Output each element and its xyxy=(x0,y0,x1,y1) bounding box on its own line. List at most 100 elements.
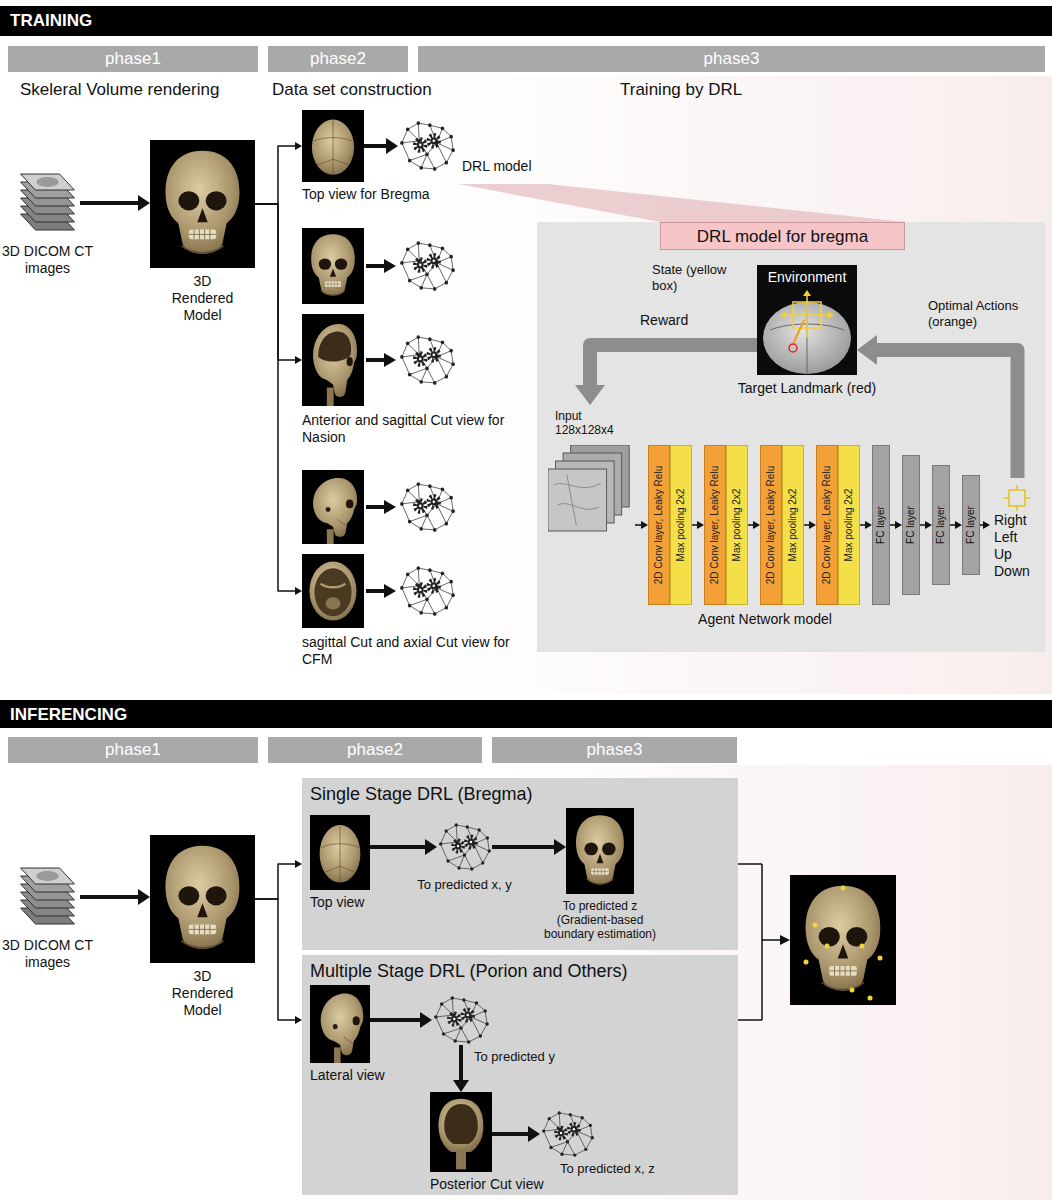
connector-line xyxy=(492,845,556,849)
node-text: Anterior and sagittal Cut view for Nasio… xyxy=(302,412,517,446)
input-stack xyxy=(548,445,629,531)
flow-arrow xyxy=(384,353,396,367)
arrow-head xyxy=(753,521,760,529)
stage-box: Single Stage DRL (Bregma) Top view To pred… xyxy=(302,778,738,950)
environment-image xyxy=(828,311,834,319)
node-text: sagittal Cut and axial Cut view for CFM xyxy=(302,634,517,668)
annotation: Skeleral Volume rendering xyxy=(20,80,219,100)
node-text: Target Landmark (red) xyxy=(722,380,892,397)
ct-stack xyxy=(21,174,75,230)
connector-line xyxy=(255,204,296,360)
environment-image xyxy=(757,265,857,375)
connector-line xyxy=(80,895,140,899)
arrow-head xyxy=(295,356,302,364)
edge-label: Optimal Actions (orange) xyxy=(928,298,1033,330)
node-text: Single Stage DRL (Bregma) xyxy=(310,784,532,806)
node-text: INFERENCING xyxy=(10,705,127,725)
node-text: FC layer xyxy=(875,506,887,544)
arrow-head xyxy=(453,1080,469,1092)
connector xyxy=(860,521,872,529)
flow-arrow xyxy=(366,266,386,591)
node-text: Max pooling 2x2 xyxy=(675,489,687,562)
connector xyxy=(255,142,302,204)
connector-line xyxy=(255,146,296,204)
agent-network: Agent Network model 2D Conv layer, Leaky … xyxy=(645,440,985,630)
arrow-head xyxy=(554,839,566,855)
node-text: Top view for Bregma xyxy=(302,186,430,203)
arrow-head xyxy=(809,521,816,529)
connector xyxy=(692,521,704,529)
arrow-head xyxy=(295,142,302,150)
arrow-head xyxy=(386,138,398,154)
arrow-head xyxy=(925,521,932,529)
node-text: 3D DICOM CT images xyxy=(0,937,98,971)
connector xyxy=(80,195,150,211)
node-text: FC layer xyxy=(965,506,977,544)
environment-image xyxy=(803,290,811,296)
fc-layer: FC layer xyxy=(872,445,890,605)
network-icon xyxy=(439,823,491,871)
edge-label: Reward xyxy=(640,312,688,329)
node-text: phase1 xyxy=(8,740,258,760)
node-text: 2D Conv layer, Leaky Relu xyxy=(821,466,833,584)
node-text: Right Left Up Down xyxy=(994,512,1039,580)
landmark-dots xyxy=(878,956,883,961)
node-text: Posterior Cut view xyxy=(430,1176,544,1193)
image-node: 3D Rendered Model xyxy=(150,140,255,268)
landmark-dots xyxy=(813,923,818,928)
node-text: FC layer xyxy=(965,506,977,544)
phase-bar: phase3 xyxy=(492,737,737,763)
node-text: To predicted x, z xyxy=(560,1161,655,1177)
node-text: To predicted x, y xyxy=(405,877,525,893)
arrow-head xyxy=(697,521,704,529)
connector xyxy=(453,1045,469,1092)
node-text: To predicted y xyxy=(474,1049,555,1065)
network-icon xyxy=(400,566,455,616)
node-text: FC layer xyxy=(935,506,947,544)
connector xyxy=(492,839,566,855)
node-text: Max pooling 2x2 xyxy=(843,489,855,562)
arrow-head xyxy=(138,195,150,211)
pooling-layer: Max pooling 2x2 xyxy=(782,445,804,605)
arrow-head xyxy=(575,385,605,405)
skull-render xyxy=(302,228,364,304)
node-text: FC layer xyxy=(905,506,917,544)
landmark-dots xyxy=(804,960,809,965)
connector-line xyxy=(590,345,757,389)
connector xyxy=(890,521,902,529)
node-text: DRL model xyxy=(462,158,532,175)
skull-render xyxy=(790,875,896,1005)
connector xyxy=(80,889,150,905)
node-text: Max pooling 2x2 xyxy=(731,489,743,562)
skull-render xyxy=(150,110,896,1172)
fc-layer: FC layer xyxy=(902,455,920,595)
skull-render xyxy=(310,815,370,890)
arrow-head xyxy=(295,860,302,868)
connector xyxy=(635,521,648,529)
connector xyxy=(575,345,757,405)
node-text: Agent Network model xyxy=(645,611,885,628)
node-text: Top view xyxy=(310,894,364,911)
node-text: To predicted x, y xyxy=(405,877,525,893)
arrow-head xyxy=(857,335,877,365)
node-text: Max pooling 2x2 xyxy=(787,489,799,562)
connector xyxy=(980,521,990,529)
landmark-dots xyxy=(850,988,855,993)
panel-ground xyxy=(537,222,1045,652)
node-text: FC layer xyxy=(875,506,887,544)
model-icon: To predicted x, y xyxy=(437,822,492,872)
arrow-head xyxy=(420,1012,432,1028)
image-node: Top view xyxy=(310,815,370,890)
skull-render xyxy=(150,140,255,268)
arrow-head xyxy=(528,1126,540,1142)
conv-layer: 2D Conv layer, Leaky Relu xyxy=(648,445,670,605)
arrow-head xyxy=(895,521,902,529)
node-text: 2D Conv layer, Leaky Relu xyxy=(765,466,777,584)
annotation: State (yellow box) xyxy=(652,262,728,294)
node-text: Right Left Up Down xyxy=(994,512,1039,580)
arrow-head xyxy=(138,889,150,905)
phase-bar: phase3 xyxy=(418,46,1045,72)
